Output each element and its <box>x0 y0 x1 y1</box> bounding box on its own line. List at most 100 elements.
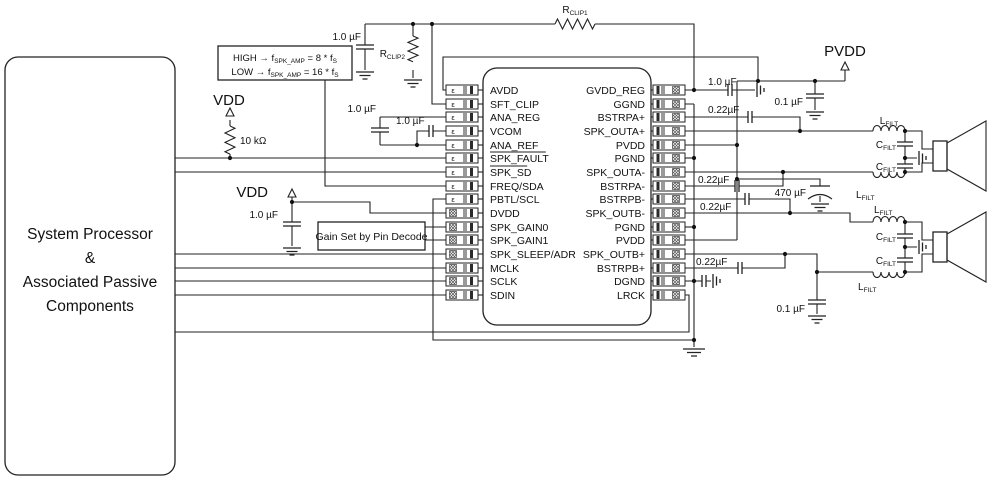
cap-ana-reg-label: 1.0 µF <box>347 104 376 115</box>
gnd-cap-0u1-top <box>806 111 824 120</box>
pin-right-dgnd: DGND <box>614 275 686 288</box>
pin-label: PGND <box>615 222 646 234</box>
cap-cfilt-a-plates <box>897 141 913 169</box>
pin-label: SFT_CLIP <box>490 99 539 111</box>
gnd-rclip2 <box>404 79 422 88</box>
pin-glyph-digital <box>449 250 457 258</box>
pin-label: ANA_REF <box>490 140 538 152</box>
pin-left-spk-sleep-adr: SPK_SLEEP/ADR <box>445 248 576 261</box>
pin-glyph-digital <box>672 277 680 285</box>
pin-glyph-analog: ε <box>451 182 455 191</box>
lfilt-b-bottom-label: LFILT <box>858 282 876 294</box>
pin-label: SPK_OUTA- <box>586 167 645 179</box>
pin-label: PVDD <box>616 235 646 247</box>
cap-dgnd-plates <box>701 275 707 287</box>
pin-glyph-analog: ε <box>451 141 455 150</box>
pin-label: SPK_OUTA+ <box>584 126 645 138</box>
pin-right-spk-outb-: SPK_OUTB- <box>585 207 686 220</box>
pin-left-dvdd: DVDD <box>445 207 520 220</box>
cap-0u1-bottom-label: 0.1 µF <box>776 304 805 315</box>
pin-right-gvdd-reg: GVDD_REG <box>586 84 686 97</box>
resistor-rclip2 <box>406 35 420 63</box>
lfilt-a-top-label: LFILT <box>880 116 898 128</box>
pin-label: ANA_REG <box>490 112 540 124</box>
cap-bstrpa-minus-label: 0.22µF <box>698 175 729 186</box>
pin-right-pvdd: PVDD <box>616 234 686 247</box>
pin-label: SPK_SD <box>490 167 532 179</box>
pin-label: SPK_GAIN0 <box>490 222 549 234</box>
wire-spk-outb-minus <box>685 212 873 223</box>
pin-label: BSTRPA+ <box>598 112 645 124</box>
pin-label: BSTRPA- <box>600 181 645 193</box>
pin-right-spk-outa-: SPK_OUTA- <box>586 166 686 179</box>
pin-label: SPK_FAULT <box>490 153 549 165</box>
pin-label: DGND <box>614 276 645 288</box>
gnd-main <box>683 348 705 357</box>
wire-bstrpb-minus <box>685 198 791 213</box>
gnd-cap-0u1-bottom <box>808 315 826 324</box>
pvdd-label: PVDD <box>824 43 866 60</box>
pin-left-mclk: MCLK <box>445 262 519 275</box>
wire-lrck <box>175 294 690 333</box>
pin-glyph-digital <box>672 113 680 121</box>
components <box>223 17 987 357</box>
freq-note-box: HIGH → fSPK_AMP = 8 * fS LOW → fSPK_AMP … <box>217 45 353 81</box>
vdd-arrow-1 <box>225 106 235 117</box>
lfilt-b-top-label: LFILT <box>874 205 892 217</box>
cfilt-b-top-label: CFILT <box>876 232 896 244</box>
pin-label: BSTRPB- <box>599 194 645 206</box>
pin-right-pgnd: PGND <box>615 221 686 234</box>
resistor-rclip1 <box>554 17 596 31</box>
pin-glyph-digital <box>449 223 457 231</box>
pin-glyph-digital <box>449 264 457 272</box>
pin-right-lrck: LRCK <box>617 289 686 302</box>
pin-label: GVDD_REG <box>586 85 645 97</box>
pin-label: GGND <box>614 99 646 111</box>
wire-spk-outb-plus <box>685 253 873 273</box>
wire-avdd <box>442 56 759 91</box>
pin-label: VCOM <box>490 126 522 138</box>
wire-bstrpb-plus <box>685 254 786 269</box>
wire-ana-reg-cap <box>379 116 446 145</box>
pin-label: PVDD <box>616 140 646 152</box>
pin-glyph-analog: ε <box>451 154 455 163</box>
pin-left-ana-ref: ε ANA_REF <box>445 139 538 152</box>
pin-glyph-digital <box>672 223 680 231</box>
cap-ana-reg-plates <box>371 127 389 133</box>
gnd-cfilt-b <box>918 240 927 254</box>
wire-bstrpa-minus <box>685 172 784 187</box>
pin-right-bstrpb-: BSTRPB- <box>599 193 686 206</box>
wire-sft-clip <box>431 24 446 105</box>
wire-vcom-cap <box>416 130 446 145</box>
vdd-label-1: VDD <box>213 92 245 109</box>
cap-bstrpb-minus-plates <box>744 193 750 205</box>
pin-glyph-digital <box>449 291 457 299</box>
pin-label: LRCK <box>617 290 645 302</box>
vdd-arrow-2 <box>287 187 297 198</box>
lfilt-a-bottom-label: LFILT <box>856 190 874 202</box>
wire-cfilt-chain-b <box>904 222 917 272</box>
freq-note-line2: LOW → fSPK_AMP = 16 * fS <box>231 67 339 79</box>
speaker-b <box>932 211 987 283</box>
pin-right-pvdd: PVDD <box>616 139 686 152</box>
wire-pbtl-scl-strap <box>432 198 694 341</box>
pin-glyph-digital <box>449 236 457 244</box>
wire-pvdd-bus <box>737 70 846 82</box>
gnd-dgnd-cap <box>712 274 721 288</box>
pin-glyph-digital <box>672 154 680 162</box>
wires <box>175 23 933 347</box>
pin-label: SDIN <box>490 290 515 302</box>
cap-0u1-bottom-plates <box>808 299 826 305</box>
pin-left-sclk: SCLK <box>445 275 517 288</box>
cap-bstrpa-plus-label: 0.22µF <box>708 105 739 116</box>
cap-vcom-label: 1.0 µF <box>396 116 425 127</box>
gain-set-label: Gain Set by Pin Decode <box>315 231 427 243</box>
pvdd-arrow <box>840 60 850 71</box>
pin-label: SPK_OUTB+ <box>583 249 645 261</box>
wire-freq-sda <box>324 80 446 187</box>
